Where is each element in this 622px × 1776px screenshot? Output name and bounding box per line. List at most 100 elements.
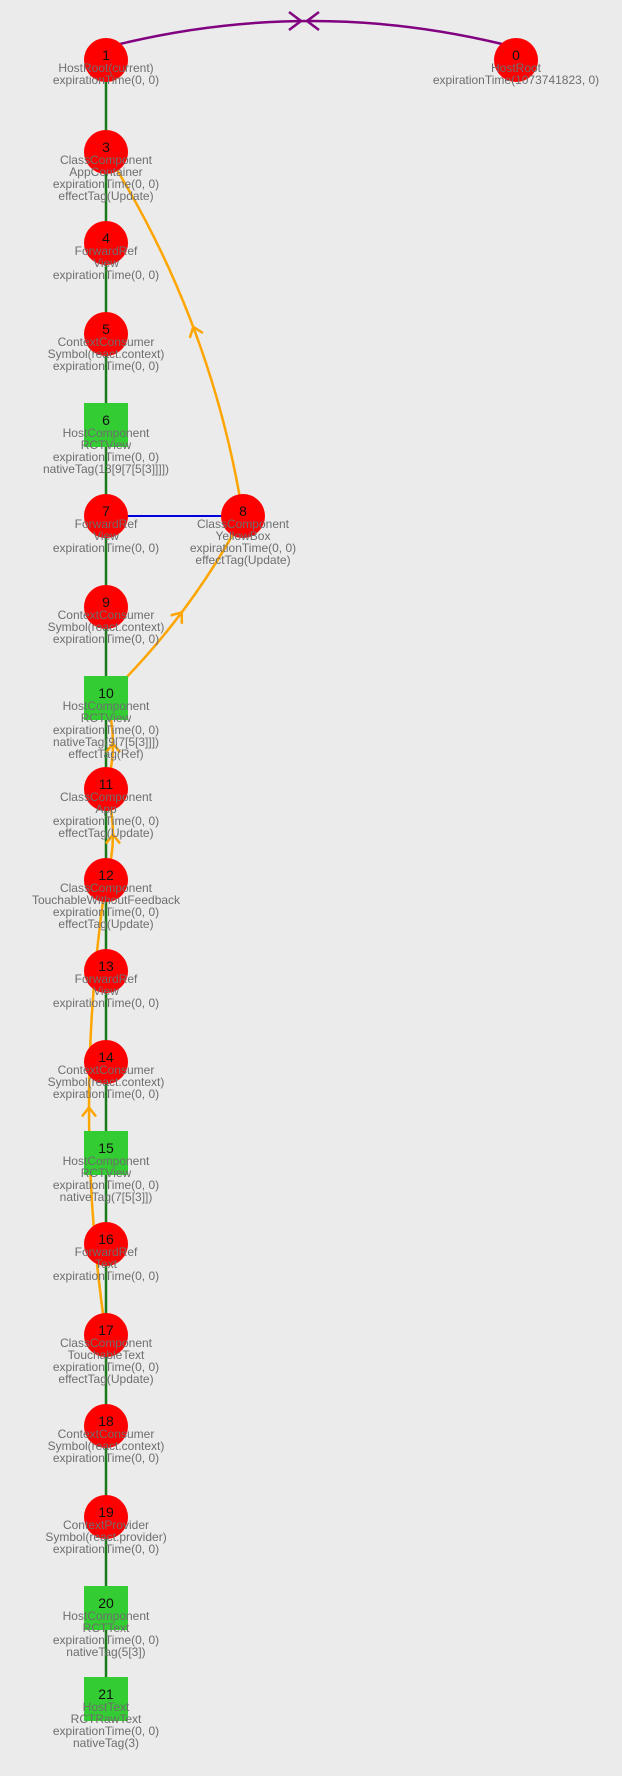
effect-edge-8-3 bbox=[104, 151, 245, 517]
node-circle bbox=[84, 494, 128, 538]
node-detail-line: ForwardRef bbox=[75, 972, 138, 986]
node-detail-line: nativeTag(9[7[5[3]]]) bbox=[53, 735, 159, 749]
node-detail-line: expirationTime(0, 0) bbox=[53, 632, 159, 646]
node-detail-line: expirationTime(0, 0) bbox=[53, 1451, 159, 1465]
node-detail-line: RCTText bbox=[83, 1621, 130, 1635]
node-detail-line: ContextProvider bbox=[63, 1518, 149, 1532]
node-id-label: 19 bbox=[98, 1504, 114, 1520]
node-detail-line: ForwardRef bbox=[75, 517, 138, 531]
node-detail-line: ContextConsumer bbox=[58, 335, 155, 349]
fiber-node-20: 20HostComponentRCTTextexpirationTime(0, … bbox=[53, 1586, 159, 1659]
fiber-node-9: 9ContextConsumerSymbol(react.context)exp… bbox=[48, 585, 164, 646]
node-id-label: 8 bbox=[239, 503, 247, 519]
node-detail-line: expirationTime(0, 0) bbox=[53, 814, 159, 828]
fiber-node-5: 5ContextConsumerSymbol(react.context)exp… bbox=[48, 312, 165, 373]
node-detail-line: effectTag(Update) bbox=[58, 189, 153, 203]
node-detail-line: expirationTime(0, 0) bbox=[53, 1360, 159, 1374]
alternate-edge-1-0 bbox=[119, 11, 503, 46]
node-detail-line: HostComponent bbox=[63, 426, 150, 440]
node-detail-line: RCTView bbox=[81, 438, 132, 452]
node-circle bbox=[84, 858, 128, 902]
fiber-node-15: 15HostComponentRCTViewexpirationTime(0, … bbox=[53, 1131, 159, 1204]
node-square bbox=[84, 1586, 128, 1630]
node-circle bbox=[84, 949, 128, 993]
node-circle bbox=[494, 38, 538, 82]
node-detail-line: ClassComponent bbox=[60, 881, 153, 895]
node-detail-line: AppContainer bbox=[69, 165, 142, 179]
node-square bbox=[84, 403, 128, 447]
node-circle bbox=[84, 767, 128, 811]
node-detail-line: ClassComponent bbox=[60, 1336, 153, 1350]
node-detail-line: TouchableText bbox=[68, 1348, 145, 1362]
node-detail-line: expirationTime(0, 0) bbox=[53, 450, 159, 464]
node-id-label: 10 bbox=[98, 685, 114, 701]
node-detail-line: HostComponent bbox=[63, 699, 150, 713]
fiber-node-17: 17ClassComponentTouchableTextexpirationT… bbox=[53, 1313, 159, 1386]
node-detail-line: nativeTag(13[9[7[5[3]]]]) bbox=[43, 462, 169, 476]
node-detail-line: expirationTime(0, 0) bbox=[53, 177, 159, 191]
node-detail-line: Symbol(react.context) bbox=[48, 1439, 165, 1453]
node-id-label: 12 bbox=[98, 867, 114, 883]
node-detail-line: View bbox=[93, 256, 119, 270]
node-detail-line: expirationTime(0, 0) bbox=[53, 723, 159, 737]
node-detail-line: ContextConsumer bbox=[58, 1063, 155, 1077]
node-id-label: 11 bbox=[99, 776, 114, 792]
node-id-label: 3 bbox=[102, 139, 110, 155]
node-detail-line: App bbox=[95, 802, 117, 816]
node-detail-line: RCTRawText bbox=[71, 1712, 142, 1726]
node-detail-line: expirationTime(0, 0) bbox=[53, 1178, 159, 1192]
node-id-label: 6 bbox=[102, 412, 110, 428]
node-id-label: 16 bbox=[98, 1231, 114, 1247]
node-id-label: 21 bbox=[98, 1686, 114, 1702]
node-square bbox=[84, 676, 128, 720]
node-circle bbox=[84, 1040, 128, 1084]
node-detail-line: nativeTag(5[3]) bbox=[66, 1645, 145, 1659]
node-detail-line: HostComponent bbox=[63, 1154, 150, 1168]
node-detail-line: expirationTime(0, 0) bbox=[53, 541, 159, 555]
node-id-label: 15 bbox=[98, 1140, 114, 1156]
node-circle bbox=[84, 38, 128, 82]
effect-edge-17-12 bbox=[81, 879, 108, 1336]
node-id-label: 9 bbox=[102, 594, 110, 610]
node-detail-line: effectTag(Update) bbox=[58, 1372, 153, 1386]
node-detail-line: HostRoot bbox=[491, 61, 542, 75]
node-circle bbox=[221, 494, 265, 538]
node-id-label: 13 bbox=[98, 958, 114, 974]
fiber-node-19: 19ContextProviderSymbol(react.provider)e… bbox=[45, 1495, 167, 1556]
node-detail-line: expirationTime(0, 0) bbox=[53, 1542, 159, 1556]
fiber-node-12: 12ClassComponentTouchableWithoutFeedback… bbox=[32, 858, 181, 931]
node-detail-line: expirationTime(0, 0) bbox=[53, 905, 159, 919]
node-detail-line: View bbox=[93, 529, 119, 543]
node-detail-line: expirationTime(0, 0) bbox=[53, 1633, 159, 1647]
node-circle bbox=[84, 1222, 128, 1266]
node-detail-line: expirationTime(0, 0) bbox=[53, 1087, 159, 1101]
node-detail-line: expirationTime(0, 0) bbox=[53, 73, 159, 87]
node-detail-line: YellowBox bbox=[216, 529, 271, 543]
node-detail-line: Symbol(react.context) bbox=[48, 347, 165, 361]
node-detail-line: expirationTime(0, 0) bbox=[53, 996, 159, 1010]
node-circle bbox=[84, 312, 128, 356]
fiber-node-18: 18ContextConsumerSymbol(react.context)ex… bbox=[48, 1404, 165, 1465]
node-detail-line: ClassComponent bbox=[60, 790, 153, 804]
node-detail-line: expirationTime(0, 0) bbox=[190, 541, 296, 555]
node-id-label: 5 bbox=[102, 321, 110, 337]
node-detail-line: effectTag(Ref) bbox=[68, 747, 143, 761]
node-detail-line: effectTag(Update) bbox=[58, 917, 153, 931]
node-circle bbox=[84, 130, 128, 174]
node-id-label: 4 bbox=[102, 230, 110, 246]
node-detail-line: nativeTag(7[5[3]]) bbox=[60, 1190, 153, 1204]
node-detail-line: ForwardRef bbox=[75, 1245, 138, 1259]
node-detail-line: HostComponent bbox=[63, 1609, 150, 1623]
fiber-node-14: 14ContextConsumerSymbol(react.context)ex… bbox=[48, 1040, 164, 1101]
node-detail-line: Symbol(react.provider) bbox=[45, 1530, 166, 1544]
node-square bbox=[84, 1131, 128, 1175]
node-detail-line: HostRoot(current) bbox=[58, 61, 153, 75]
